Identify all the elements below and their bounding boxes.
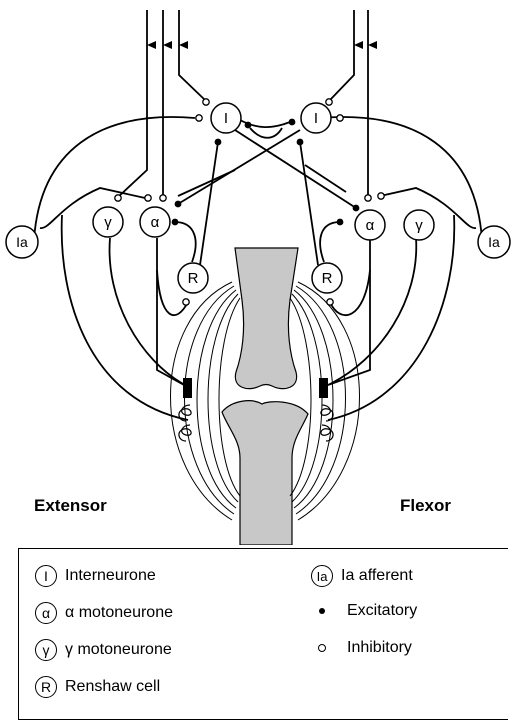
legend-label: Ia afferent: [341, 567, 413, 585]
node-label: R: [188, 270, 199, 287]
legend-label: Interneurone: [65, 567, 156, 585]
legend-label: Inhibitory: [347, 639, 412, 657]
renshaw-cell-left: R: [178, 263, 208, 293]
ia-afferent-left: Ia: [6, 226, 38, 258]
excitatory-dot-icon: [319, 608, 325, 614]
renshaw-icon: R: [35, 676, 57, 698]
legend-label: γ motoneurone: [65, 641, 172, 659]
node-label: R: [322, 270, 333, 287]
legend-item-ia: Ia Ia afferent: [311, 565, 413, 587]
node-label: I: [314, 110, 318, 127]
ia-icon: Ia: [311, 565, 333, 587]
node-label: I: [224, 110, 228, 127]
legend-label: Excitatory: [347, 602, 417, 620]
legend-label: α motoneurone: [65, 604, 173, 622]
legend-item-inhibitory: Inhibitory: [311, 639, 412, 657]
gamma-motoneurone-left: γ: [93, 207, 123, 237]
legend: I Interneurone α α motoneurone γ γ moton…: [18, 548, 508, 720]
flexor-label: Flexor: [400, 496, 451, 516]
interneurone-left: I: [211, 103, 241, 133]
node-label: γ: [415, 217, 423, 234]
legend-item-excitatory: Excitatory: [311, 602, 417, 620]
node-label: Ia: [16, 234, 28, 250]
alpha-motoneurone-right: α: [355, 210, 385, 240]
joint-bones: [222, 248, 308, 545]
interneurone-right: I: [301, 103, 331, 133]
inhibitory-ring-icon: [318, 644, 326, 652]
ia-afferent-right: Ia: [478, 226, 510, 258]
legend-item-interneurone: I Interneurone: [35, 565, 156, 587]
renshaw-cell-right: R: [312, 263, 342, 293]
excitatory-synapses: [172, 119, 360, 226]
extensor-label: Extensor: [34, 496, 107, 516]
reflex-circuit-diagram: I I γ α α γ R R: [0, 0, 514, 545]
gamma-motoneurone-right: γ: [404, 210, 434, 240]
legend-item-alpha: α α motoneurone: [35, 602, 173, 624]
alpha-icon: α: [35, 602, 57, 624]
node-label: Ia: [488, 234, 500, 250]
legend-item-renshaw: R Renshaw cell: [35, 676, 160, 698]
legend-item-gamma: γ γ motoneurone: [35, 639, 172, 661]
alpha-motoneurone-left: α: [140, 207, 170, 237]
gamma-icon: γ: [35, 639, 57, 661]
interneurone-icon: I: [35, 565, 57, 587]
node-label: γ: [104, 214, 112, 231]
legend-label: Renshaw cell: [65, 678, 160, 696]
node-label: α: [151, 214, 160, 231]
node-label: α: [366, 217, 375, 234]
